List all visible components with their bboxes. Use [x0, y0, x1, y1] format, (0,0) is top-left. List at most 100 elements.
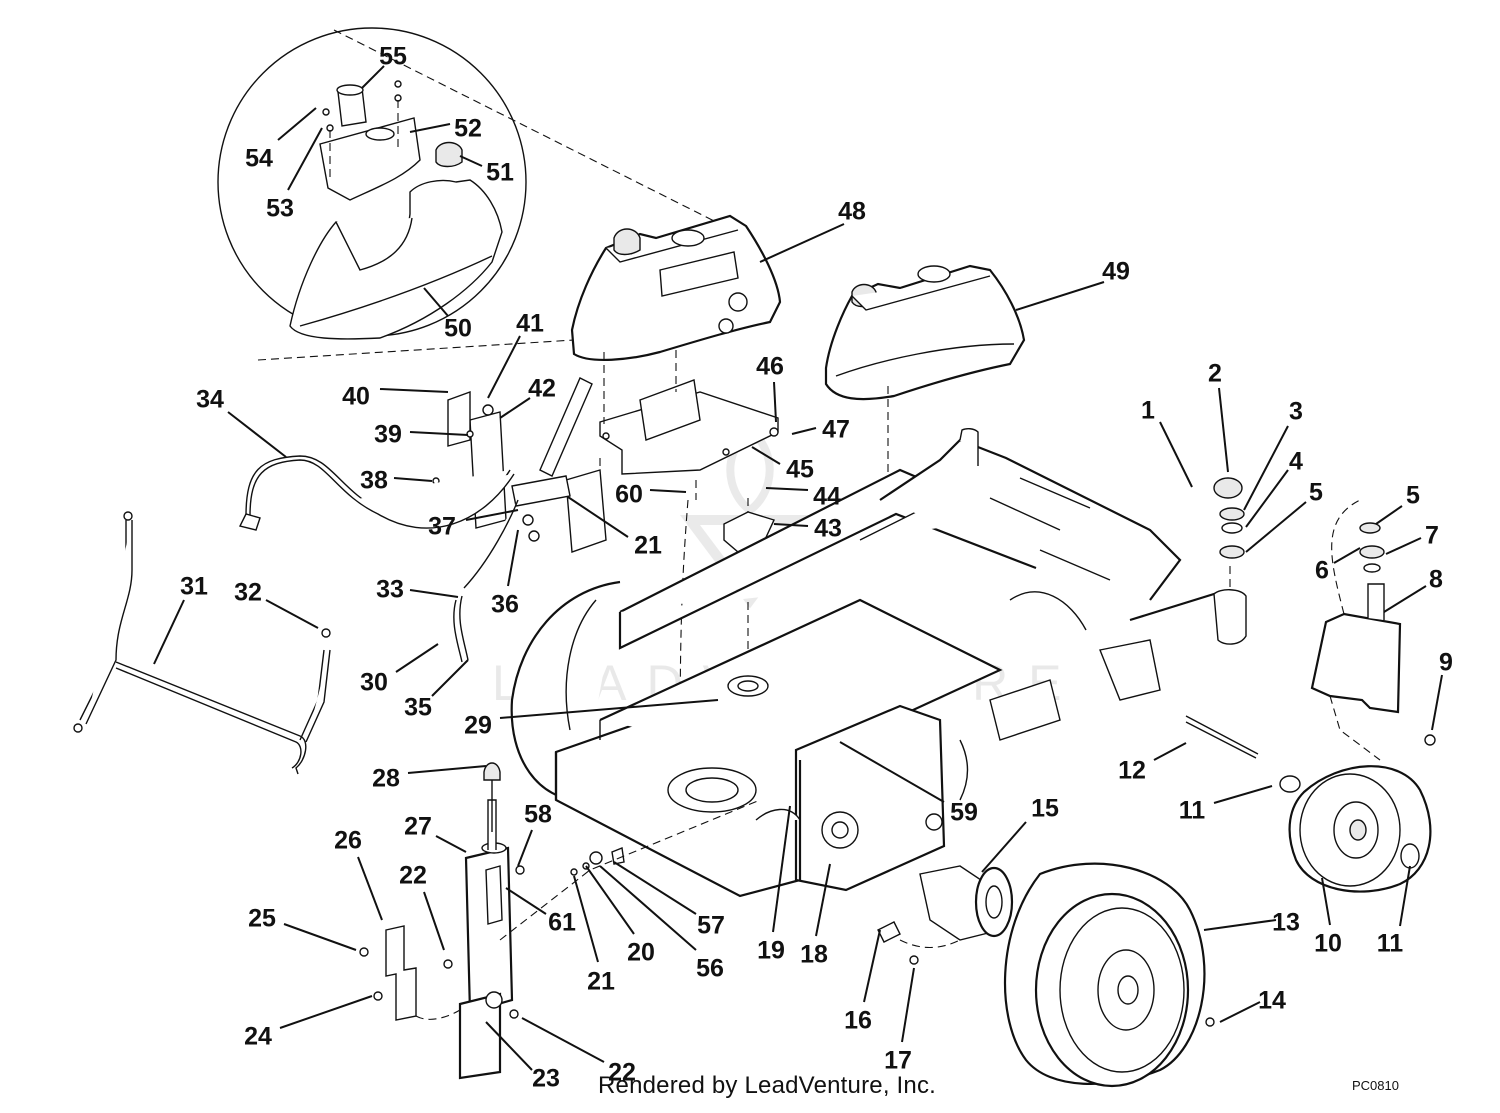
callout-28[interactable]: 28 — [372, 765, 400, 793]
leader-line-19 — [772, 805, 791, 933]
leader-line-9 — [1431, 674, 1443, 731]
callout-13[interactable]: 13 — [1272, 909, 1300, 937]
leader-line-59 — [839, 741, 945, 803]
leader-line-18 — [815, 863, 831, 937]
leader-line-49 — [1015, 281, 1105, 311]
callout-48[interactable]: 48 — [838, 198, 866, 226]
leader-line-7 — [1385, 537, 1422, 555]
leader-line-31 — [153, 599, 185, 665]
callout-38[interactable]: 38 — [360, 467, 388, 495]
leader-line-10 — [1321, 877, 1331, 926]
callout-30[interactable]: 30 — [360, 669, 388, 697]
callout-11a[interactable]: 11 — [1179, 797, 1206, 825]
callout-14[interactable]: 14 — [1258, 987, 1286, 1015]
callout-50[interactable]: 50 — [444, 315, 472, 343]
callout-15[interactable]: 15 — [1031, 795, 1059, 823]
leader-line-47 — [791, 427, 817, 435]
callout-31[interactable]: 31 — [180, 573, 208, 601]
callout-57[interactable]: 57 — [697, 912, 725, 940]
caster-wheel-10 — [1185, 715, 1436, 893]
callout-43[interactable]: 43 — [814, 515, 842, 543]
callout-29[interactable]: 29 — [464, 712, 492, 740]
callout-51[interactable]: 51 — [486, 159, 514, 187]
shock-assembly — [359, 762, 519, 1080]
callout-3[interactable]: 3 — [1289, 398, 1303, 426]
callout-9[interactable]: 9 — [1439, 649, 1453, 677]
callout-26[interactable]: 26 — [334, 827, 362, 855]
callout-32[interactable]: 32 — [234, 579, 262, 607]
wheel-motor-15 — [877, 865, 1014, 965]
leader-line-11b — [1399, 865, 1411, 927]
callout-21a[interactable]: 21 — [587, 968, 615, 996]
callout-40[interactable]: 40 — [342, 383, 370, 411]
leader-line-41 — [487, 335, 521, 399]
pivot-bearing-stack — [1213, 477, 1245, 590]
callout-22b[interactable]: 22 — [608, 1059, 636, 1087]
callout-10[interactable]: 10 — [1314, 930, 1342, 958]
leader-line-26 — [357, 856, 383, 921]
callout-1[interactable]: 1 — [1141, 397, 1155, 425]
callout-46[interactable]: 46 — [756, 353, 784, 381]
leader-line-20 — [585, 865, 635, 935]
callout-17[interactable]: 17 — [884, 1047, 912, 1075]
callout-35[interactable]: 35 — [404, 694, 432, 722]
leader-line-57 — [613, 861, 697, 915]
drive-wheel-13 — [1003, 862, 1215, 1088]
leader-line-5 — [1245, 501, 1307, 553]
callout-18[interactable]: 18 — [800, 941, 828, 969]
callout-53[interactable]: 53 — [266, 195, 294, 223]
callout-16[interactable]: 16 — [844, 1007, 872, 1035]
callout-7[interactable]: 7 — [1425, 522, 1439, 550]
chassis-frame — [510, 427, 1247, 898]
callout-55[interactable]: 55 — [379, 43, 407, 71]
callout-58[interactable]: 58 — [524, 801, 552, 829]
callout-45[interactable]: 45 — [786, 456, 814, 484]
callout-2[interactable]: 2 — [1208, 360, 1222, 388]
leader-line-28 — [407, 765, 487, 774]
callout-8[interactable]: 8 — [1429, 566, 1443, 594]
leader-line-5b — [1375, 505, 1403, 525]
callout-34[interactable]: 34 — [196, 386, 224, 414]
callout-24[interactable]: 24 — [244, 1023, 272, 1051]
callout-42[interactable]: 42 — [528, 375, 556, 403]
callout-41[interactable]: 41 — [516, 310, 544, 338]
leader-line-6 — [1333, 547, 1361, 564]
callout-11b[interactable]: 11 — [1377, 930, 1404, 958]
callout-39[interactable]: 39 — [374, 421, 402, 449]
callout-6[interactable]: 6 — [1315, 557, 1329, 585]
leader-line-17 — [901, 967, 915, 1043]
callout-37[interactable]: 37 — [428, 513, 456, 541]
callout-25[interactable]: 25 — [248, 905, 276, 933]
callout-5b[interactable]: 5 — [1406, 482, 1420, 510]
callout-36[interactable]: 36 — [491, 591, 519, 619]
leader-line-37 — [465, 509, 519, 521]
callout-5[interactable]: 5 — [1309, 479, 1323, 507]
detail-circle — [217, 27, 749, 361]
callout-44[interactable]: 44 — [813, 483, 841, 511]
leader-line-8 — [1383, 585, 1427, 613]
callout-60[interactable]: 60 — [615, 481, 643, 509]
callout-20[interactable]: 20 — [627, 939, 655, 967]
callout-27[interactable]: 27 — [404, 813, 432, 841]
leader-line-43 — [773, 523, 809, 527]
callout-49[interactable]: 49 — [1102, 258, 1130, 286]
callout-19[interactable]: 19 — [757, 937, 785, 965]
callout-47[interactable]: 47 — [822, 416, 850, 444]
leader-line-44 — [765, 487, 809, 491]
drawing-code: PC0810 — [1352, 1078, 1399, 1093]
callout-23[interactable]: 23 — [532, 1065, 560, 1093]
leader-line-29 — [499, 699, 719, 719]
callout-56[interactable]: 56 — [696, 955, 724, 983]
leader-line-27 — [435, 835, 467, 853]
callout-33[interactable]: 33 — [376, 576, 404, 604]
callout-52[interactable]: 52 — [454, 115, 482, 143]
leader-line-53 — [287, 127, 323, 191]
callout-12[interactable]: 12 — [1118, 757, 1146, 785]
callout-61[interactable]: 61 — [548, 909, 576, 937]
callout-4[interactable]: 4 — [1289, 448, 1303, 476]
leader-line-24 — [279, 995, 373, 1029]
callout-21b[interactable]: 21 — [634, 532, 662, 560]
callout-59[interactable]: 59 — [950, 799, 978, 827]
callout-54[interactable]: 54 — [245, 145, 273, 173]
callout-22a[interactable]: 22 — [399, 862, 427, 890]
